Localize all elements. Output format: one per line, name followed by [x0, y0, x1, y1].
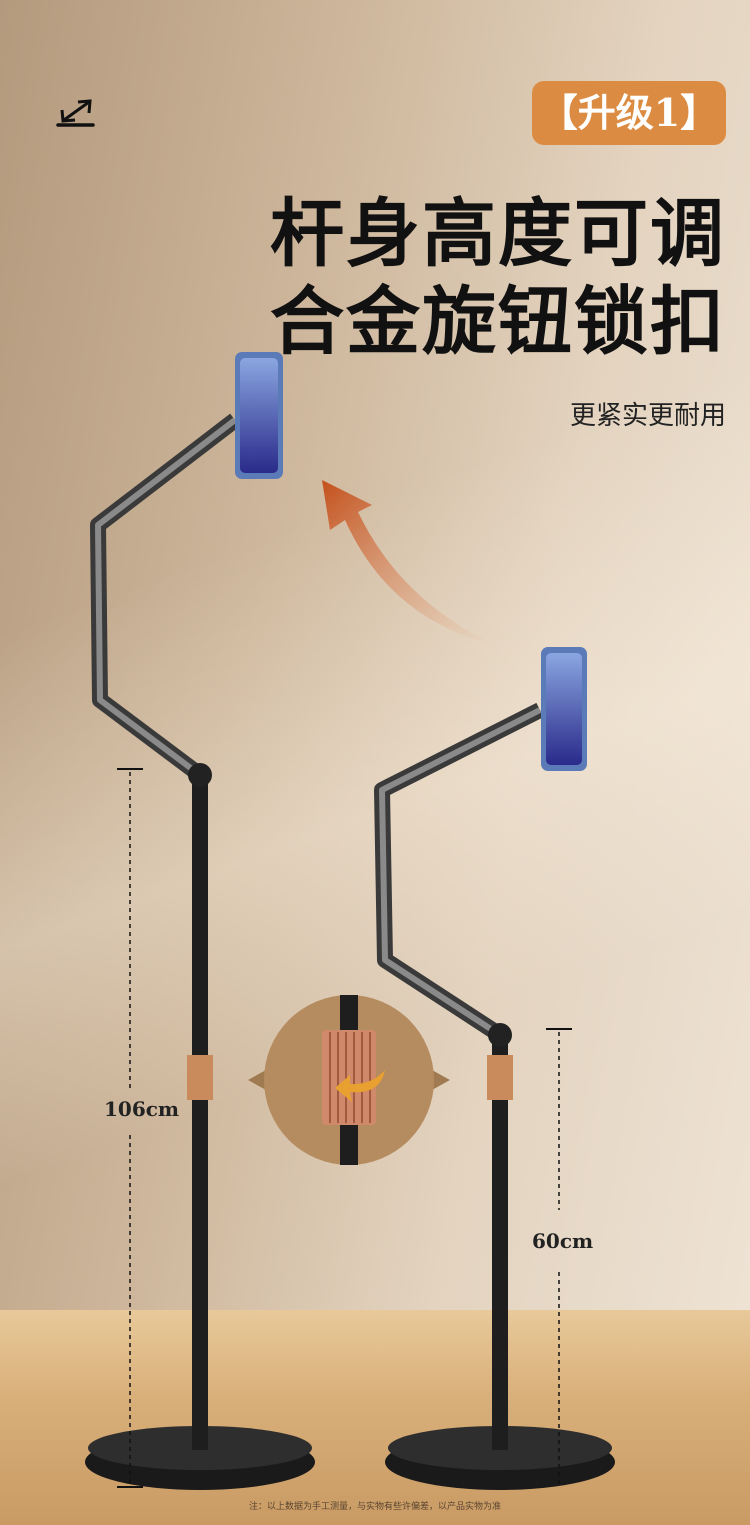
- headline: 杆身高度可调 合金旋钮锁扣: [270, 190, 726, 366]
- tall-height-label: 106cm: [104, 1097, 180, 1121]
- short-stand: [374, 647, 615, 1490]
- subtitle: 更紧实更耐用: [569, 401, 726, 431]
- expand-arrow-icon: [56, 99, 95, 127]
- tall-stand: [85, 352, 315, 1490]
- headline-line-2: 合金旋钮锁扣: [270, 279, 726, 365]
- short-height-label: 60cm: [532, 1229, 594, 1253]
- rotate-arrow-icon: [335, 1070, 385, 1102]
- upgrade-badge: 【升级1】: [532, 81, 726, 145]
- dimension-lines: [117, 768, 572, 1488]
- knob-detail-callout: [248, 995, 450, 1165]
- curved-arrow-icon: [322, 480, 495, 645]
- floor-background: [0, 1310, 750, 1525]
- footnote: 注：以上数据为手工测量，与实物有些许偏差，以产品实物为准: [248, 1502, 501, 1512]
- headline-line-1: 杆身高度可调: [270, 191, 726, 277]
